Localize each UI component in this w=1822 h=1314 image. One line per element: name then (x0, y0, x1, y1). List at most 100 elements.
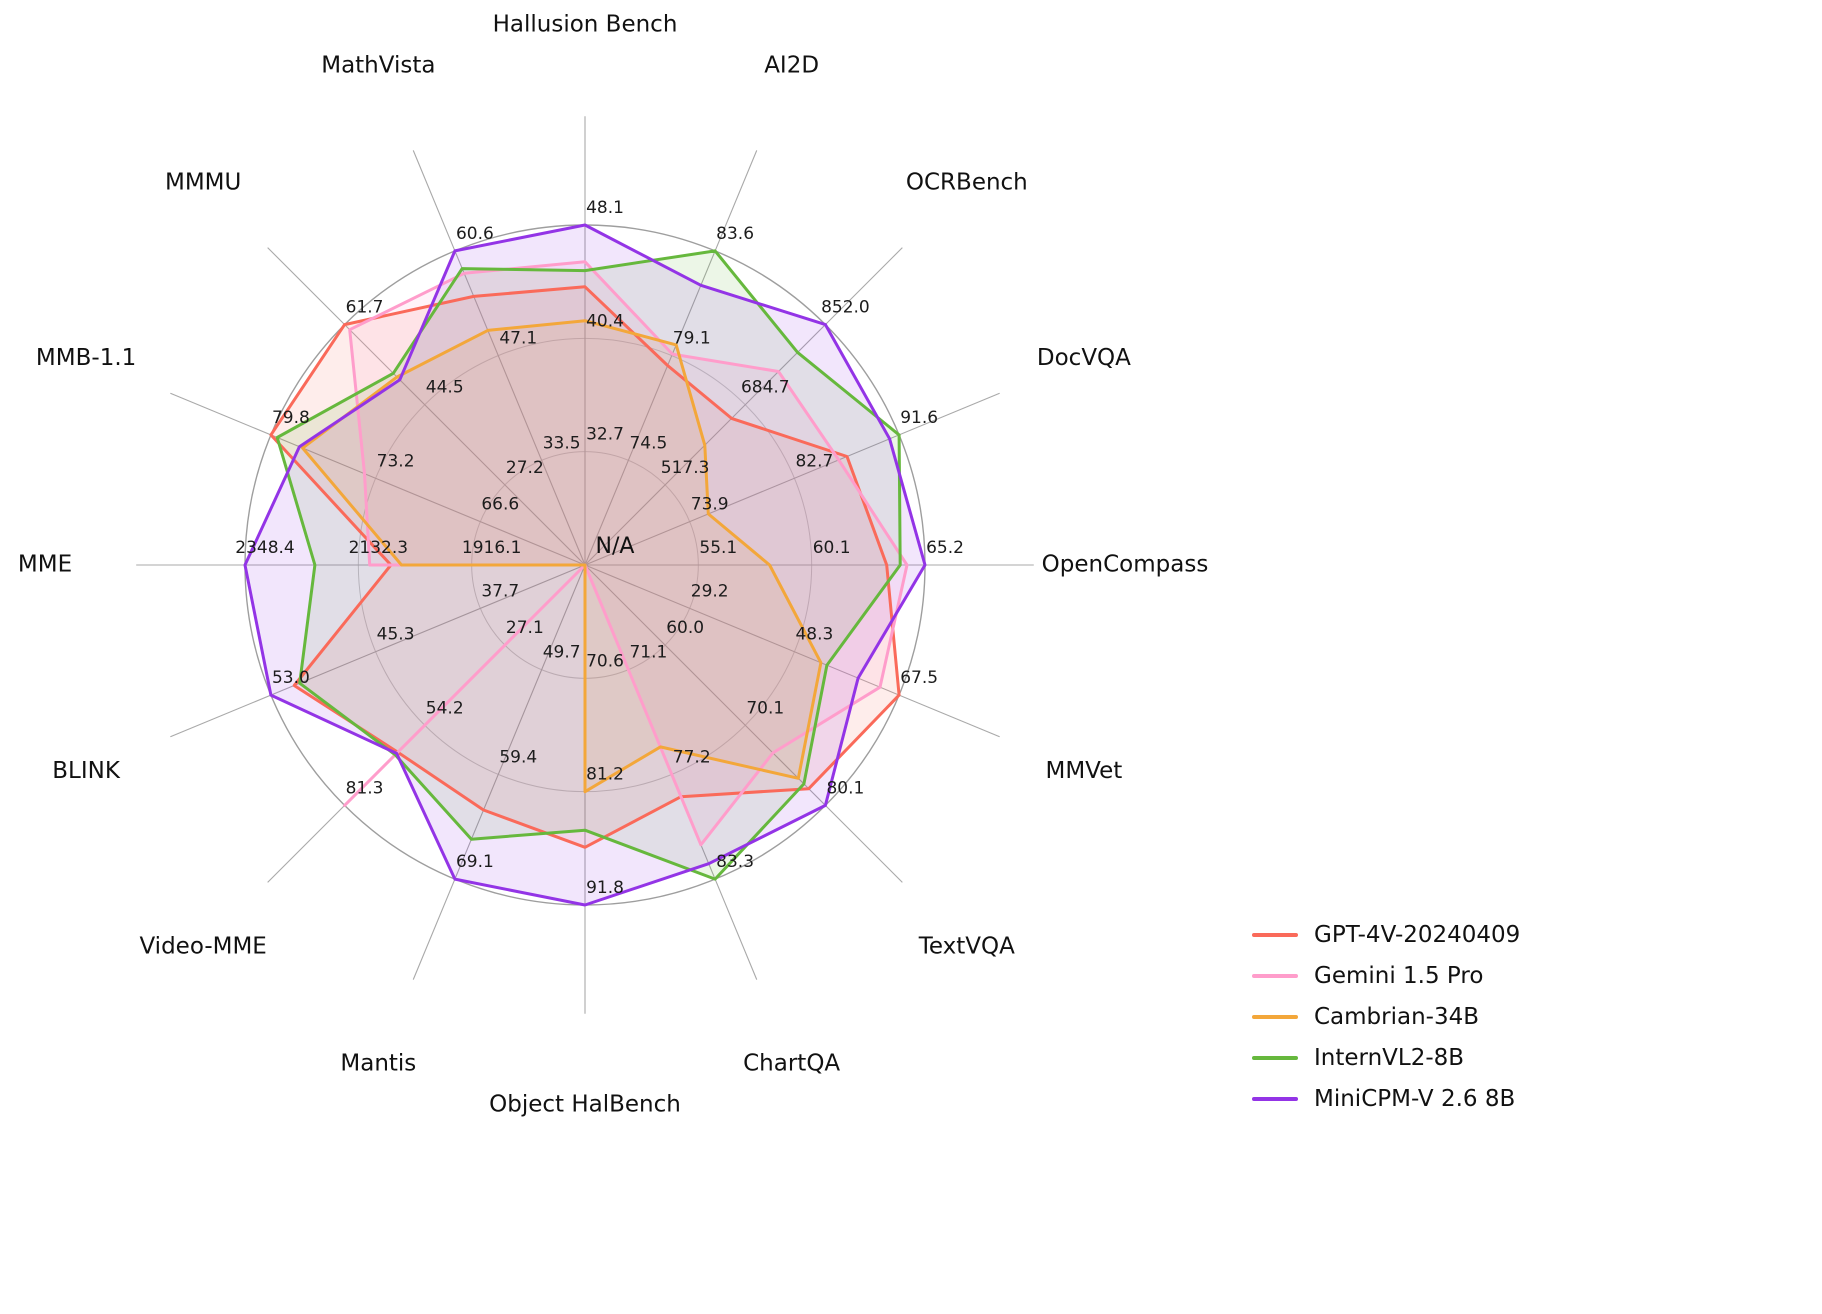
legend-label: Gemini 1.5 Pro (1314, 963, 1484, 989)
chart-legend: GPT-4V-20240409 Gemini 1.5 Pro Cambrian-… (1252, 922, 1520, 1112)
tick-label: 517.3 (661, 458, 710, 478)
axis-spoke (412, 150, 586, 566)
axis-spoke (584, 564, 1000, 738)
tick-label: 60.0 (666, 618, 704, 638)
tick-label: 33.5 (543, 433, 581, 453)
tick-label: 83.6 (716, 224, 754, 244)
legend-line-swatch (1252, 933, 1298, 937)
tick-label: 79.1 (673, 329, 711, 349)
axis-label: Video-MME (139, 933, 266, 959)
axis-spoke (412, 564, 586, 980)
tick-label: 49.7 (543, 643, 581, 663)
legend-label: MiniCPM-V 2.6 8B (1314, 1086, 1516, 1112)
axis-label: MathVista (321, 53, 435, 79)
legend-line-swatch (1252, 974, 1298, 978)
axis-label: Hallusion Bench (493, 12, 678, 38)
tick-label: 684.7 (741, 378, 790, 398)
tick-label: 66.6 (481, 495, 519, 515)
axis-spoke (584, 150, 758, 566)
series-line-gemini-1-5-pro (343, 260, 909, 847)
tick-label: 73.9 (691, 495, 729, 515)
tick-label: 37.7 (481, 581, 519, 601)
tick-label: 65.2 (926, 538, 964, 558)
tick-label: 53.0 (272, 668, 310, 688)
axis-label: MMB-1.1 (36, 345, 136, 371)
tick-label: 48.3 (795, 625, 833, 645)
tick-label: 71.1 (629, 643, 667, 663)
tick-label: 74.5 (629, 433, 667, 453)
tick-label: 82.7 (795, 451, 833, 471)
tick-label: 79.8 (272, 408, 310, 428)
tick-label: 69.1 (456, 852, 494, 872)
series-fill-gemini-1-5-pro (344, 261, 908, 845)
legend-label: Cambrian-34B (1314, 1004, 1480, 1030)
tick-label: 44.5 (426, 378, 464, 398)
tick-label: 54.2 (426, 698, 464, 718)
axis-spoke (584, 392, 1000, 566)
series-line-minicpm-v-2-6-8b (243, 223, 927, 907)
tick-label: 91.8 (586, 878, 624, 898)
tick-label: 47.1 (499, 329, 537, 349)
legend-line-swatch (1252, 1097, 1298, 1101)
series-fill-cambrian-34b (302, 320, 821, 792)
legend-item: GPT-4V-20240409 (1252, 922, 1520, 948)
tick-label: 80.1 (826, 778, 864, 798)
tick-label: 81.3 (346, 778, 384, 798)
axis-label: AI2D (764, 53, 819, 79)
axis-label: Mantis (340, 1050, 416, 1076)
tick-label: 60.6 (456, 224, 494, 244)
tick-label: 40.4 (586, 311, 624, 331)
axis-label: OCRBench (906, 170, 1028, 196)
tick-label: 48.1 (586, 198, 624, 218)
tick-label: 91.6 (900, 408, 938, 428)
series-line-cambrian-34b (301, 319, 823, 794)
axis-label: ChartQA (743, 1050, 840, 1076)
axis-label: MME (18, 552, 72, 578)
legend-label: GPT-4V-20240409 (1314, 922, 1521, 948)
axis-label: MMVet (1045, 758, 1122, 784)
tick-label: 27.1 (506, 618, 544, 638)
axis-spoke (584, 247, 903, 566)
tick-label: 77.2 (673, 747, 711, 767)
legend-item: Cambrian-34B (1252, 1004, 1520, 1030)
tick-label: 29.2 (691, 581, 729, 601)
tick-label: 55.1 (699, 538, 737, 558)
tick-label: 70.1 (746, 698, 784, 718)
axis-label: DocVQA (1037, 345, 1131, 371)
series-line-gpt-4v-20240409 (269, 285, 901, 849)
series-fill-internvl2-8b (277, 250, 901, 880)
legend-item: InternVL2-8B (1252, 1045, 1520, 1071)
series-line-internvl2-8b (275, 249, 902, 881)
axis-label: OpenCompass (1042, 552, 1209, 578)
tick-label: 67.5 (900, 668, 938, 688)
tick-label: 59.4 (499, 747, 537, 767)
legend-label: InternVL2-8B (1314, 1045, 1465, 1071)
tick-label: 81.2 (586, 765, 624, 785)
axis-spoke (170, 392, 586, 566)
tick-label: 61.7 (346, 298, 384, 318)
legend-line-swatch (1252, 1015, 1298, 1019)
tick-label: 83.3 (716, 852, 754, 872)
tick-label: 2348.4 (235, 538, 294, 558)
legend-item: MiniCPM-V 2.6 8B (1252, 1086, 1520, 1112)
axis-spoke (267, 247, 586, 566)
tick-label: 60.1 (813, 538, 851, 558)
axis-label: Object HalBench (489, 1092, 681, 1118)
axis-label: TextVQA (918, 933, 1015, 959)
axis-spoke (584, 564, 903, 883)
tick-label: 1916.1 (462, 538, 521, 558)
axis-spoke (170, 564, 586, 738)
tick-label: 32.7 (586, 425, 624, 445)
legend-line-swatch (1252, 1056, 1298, 1060)
tick-label: 2132.3 (349, 538, 408, 558)
tick-label: 73.2 (377, 451, 415, 471)
tick-label: 45.3 (377, 625, 415, 645)
axis-label: BLINK (52, 758, 121, 784)
axis-label: MMMU (165, 170, 241, 196)
tick-label: 70.6 (586, 651, 624, 671)
legend-item: Gemini 1.5 Pro (1252, 963, 1520, 989)
tick-label: 27.2 (506, 458, 544, 478)
center-na-label: N/A (596, 534, 635, 559)
